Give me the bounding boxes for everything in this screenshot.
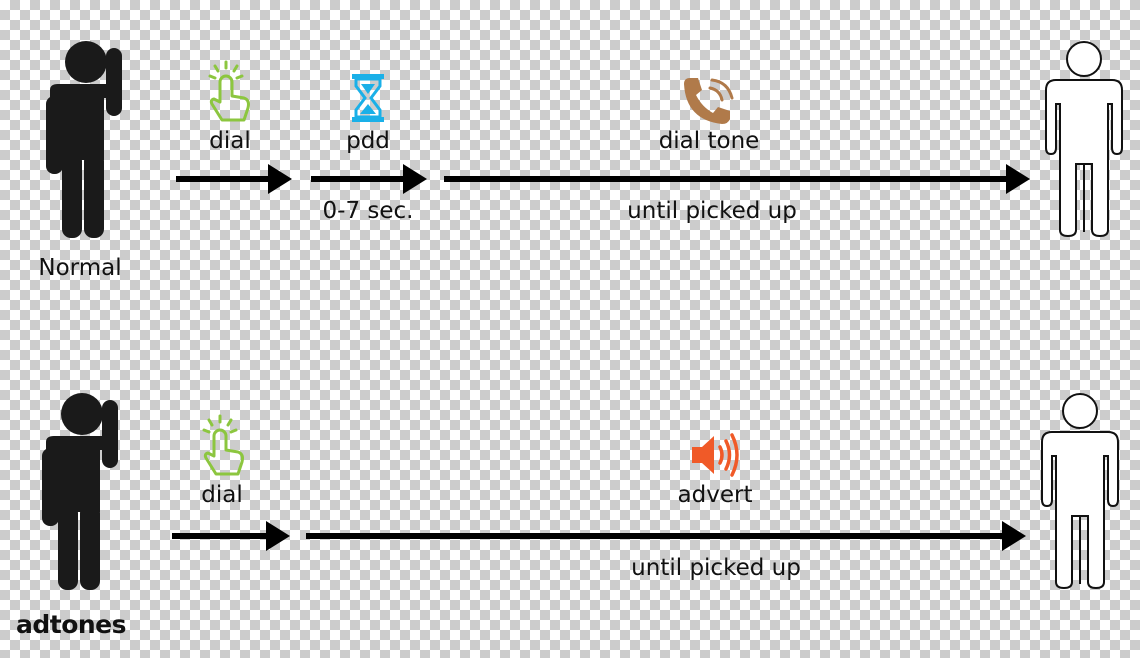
- arrow-dial: [176, 164, 292, 194]
- receiver-figure-icon: [1045, 41, 1123, 238]
- step-dial-tone-label: dial tone: [658, 128, 760, 154]
- step-advert-label: advert: [677, 482, 753, 508]
- advert-duration-label: until picked up: [631, 555, 801, 581]
- arrow-advert: [306, 521, 1026, 551]
- hourglass-icon: [352, 74, 384, 122]
- step-pdd-label: pdd: [346, 128, 390, 154]
- tap-hand-icon: [202, 414, 244, 476]
- dial-tone-duration-label: until picked up: [627, 198, 797, 224]
- arrow-dial-tone: [444, 164, 1030, 194]
- caller-figure-icon: [46, 41, 122, 238]
- row-adtones-brand: adtones: [15, 610, 127, 639]
- caller-figure-icon: [42, 393, 118, 590]
- speaker-icon: [692, 433, 739, 477]
- tap-hand-icon: [208, 60, 250, 122]
- arrow-pdd: [311, 164, 427, 194]
- receiver-figure-icon: [1041, 393, 1119, 590]
- arrow-dial: [172, 521, 290, 551]
- step-dial-label: dial: [201, 482, 243, 508]
- row-normal-title: Normal: [38, 255, 122, 281]
- phone-icon: [684, 78, 734, 124]
- pdd-duration-label: 0-7 sec.: [322, 198, 414, 224]
- step-dial-label: dial: [209, 128, 251, 154]
